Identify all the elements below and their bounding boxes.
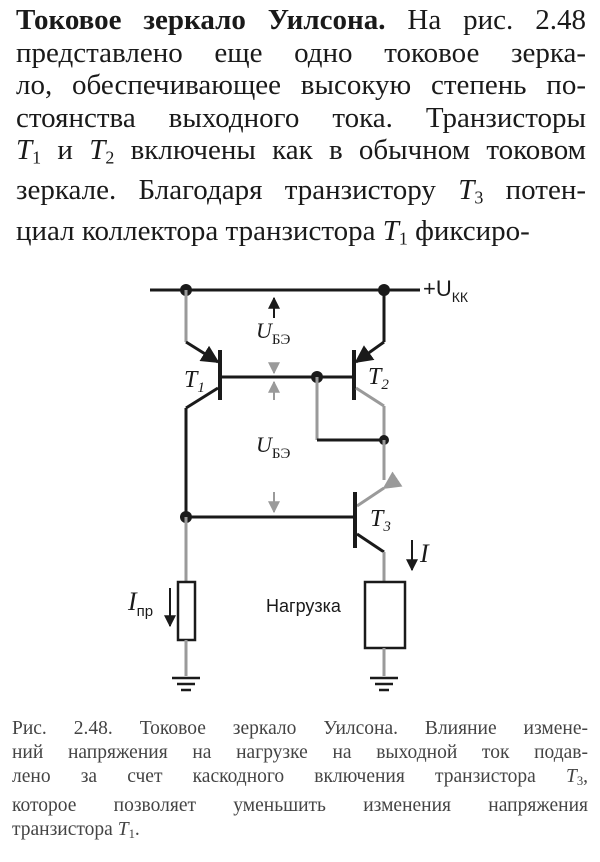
figure-caption: Рис. 2.48. Токовое зеркало Уилсона. Влия… — [12, 717, 588, 846]
supply-label: +UКК — [423, 276, 469, 305]
iref-label: Iпр — [127, 587, 153, 620]
t3-collector-lead — [356, 471, 403, 508]
paragraph-line-5: T1 и T2 включены как в обычном токовом — [16, 134, 587, 168]
caption-line-5: транзистора T1. — [12, 818, 140, 842]
t2-emitter-lead — [354, 340, 385, 364]
paragraph-line-1: Токовое зеркало Уилсона. На рис. 2.48 — [16, 4, 586, 36]
ube-lower-label: UБЭ — [256, 432, 291, 462]
load-resistor — [363, 580, 407, 650]
caption-line-2: ний напряжения на нагрузке на выходной т… — [12, 742, 588, 764]
iout-label: I — [419, 539, 430, 568]
caption-line-4: которое позволяет уменьшить изменения на… — [12, 794, 588, 816]
t2-label: T2 — [368, 364, 389, 393]
ref-resistor — [176, 580, 197, 642]
caption-line-3: лено за счет каскодного включения транзи… — [12, 766, 589, 789]
paragraph-line-7: циал коллектора транзистора T1 фиксиро- — [16, 214, 530, 249]
t1-collector-lead — [185, 386, 219, 410]
t2-collector-lead — [355, 386, 385, 408]
caption-line-1: Рис. 2.48. Токовое зеркало Уилсона. Влия… — [12, 718, 588, 739]
t1-label: T1 — [184, 367, 205, 396]
paragraph-line-4: стоянства выходного тока. Транзисторы — [16, 101, 586, 134]
paragraph-line-3: ло, обеспечивающее высокую степень по- — [16, 69, 586, 102]
ube-upper-label: UБЭ — [256, 318, 291, 348]
t1-emitter-lead — [185, 340, 220, 364]
t3-label: T3 — [370, 506, 391, 535]
paragraph-line-2: представлено еще одно токовое зерка- — [16, 36, 586, 69]
ground-left-icon — [172, 676, 200, 692]
section-heading: Токовое зеркало Уилсона. — [16, 4, 386, 36]
wilson-current-mirror-diagram: +UКК T1 T2 T3 UБЭ UБЭ Iпр — [127, 276, 469, 692]
paragraph-line-6: зеркале. Благодаря транзистору T3 потен- — [16, 174, 587, 208]
t3-emitter-lead — [356, 532, 385, 554]
load-label: Нагрузка — [266, 596, 342, 616]
ground-right-icon — [370, 676, 398, 692]
body-paragraph: Токовое зеркало Уилсона. На рис. 2.48 пр… — [16, 4, 586, 255]
